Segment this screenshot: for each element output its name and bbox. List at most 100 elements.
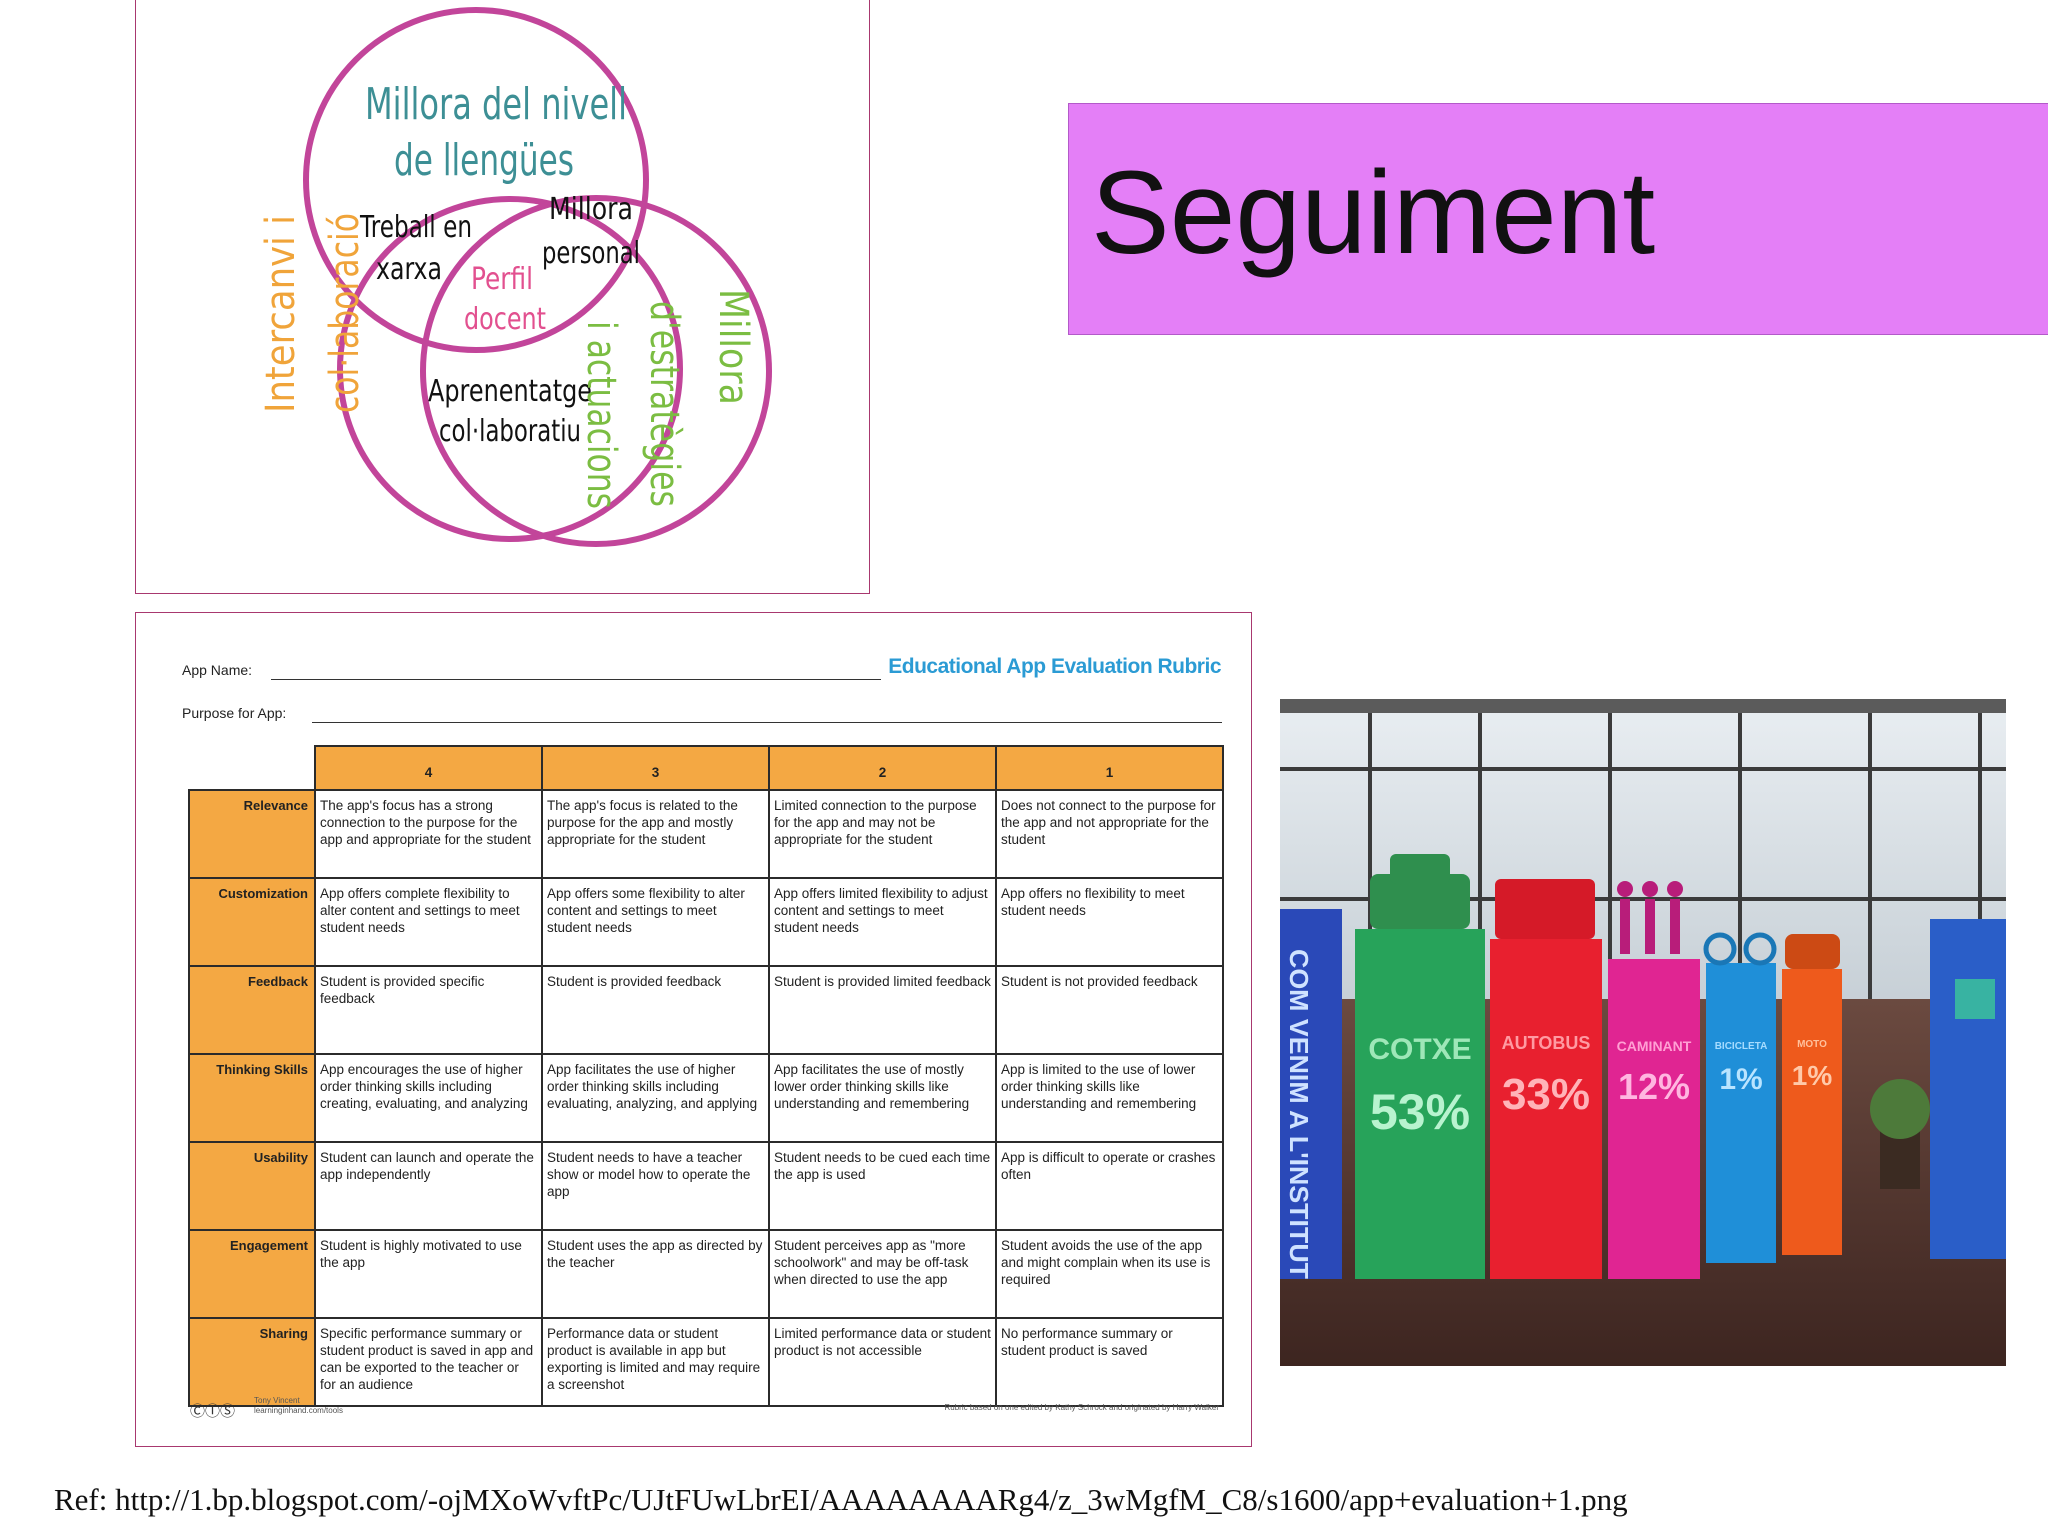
- table-cell: Student is not provided feedback: [995, 965, 1224, 1055]
- table-cell: Student perceives app as "more schoolwor…: [768, 1229, 997, 1319]
- app-name-line: [271, 679, 881, 680]
- table-cell: Specific performance summary or student …: [314, 1317, 543, 1407]
- plant: [1870, 1079, 1930, 1189]
- table-row: Feedback Student is provided specific fe…: [188, 965, 1224, 1055]
- venn-left-label-2: col·laboració: [322, 213, 368, 413]
- table-cell: The app's focus is related to the purpos…: [541, 789, 770, 879]
- panel-value-moto: 1%: [1792, 1060, 1833, 1091]
- exhibit-illustration: COM VENIM A L'INSTITUT COTXE 53% AUTOBUS…: [1280, 699, 2006, 1366]
- venn-overlap-label-4: personal: [542, 236, 640, 271]
- panel-value-bicicleta: 1%: [1719, 1063, 1762, 1096]
- motorbike-icon: [1785, 934, 1840, 969]
- table-cell: App encourages the use of higher order t…: [314, 1053, 543, 1143]
- purpose-label: Purpose for App:: [182, 705, 287, 721]
- rubric-col-header: 1: [995, 745, 1224, 791]
- venn-top-label-1: Millora del nivell: [365, 79, 627, 130]
- rubric-header-row: 4 3 2 1: [189, 745, 1224, 791]
- row-header: Engagement: [188, 1229, 316, 1319]
- left-banner: [1280, 909, 1342, 1279]
- venn-right-label-1: Millora: [710, 289, 756, 405]
- venn-overlap-label-5: Aprenentatge: [428, 374, 592, 409]
- table-cell: No performance summary or student produc…: [995, 1317, 1224, 1407]
- table-row: Sharing Specific performance summary or …: [188, 1317, 1224, 1407]
- bus-icon: [1495, 879, 1595, 939]
- table-cell: Student is provided specific feedback: [314, 965, 543, 1055]
- table-cell: Student uses the app as directed by the …: [541, 1229, 770, 1319]
- venn-top-label-2: de llengües: [394, 135, 574, 186]
- bicycle-icon: [1703, 932, 1777, 966]
- creative-commons-icon: ⒸⒾⓈ: [190, 1403, 236, 1420]
- panel-caminant: [1608, 959, 1700, 1279]
- rubric-table: 4 3 2 1 Relevance The app's focus has a …: [188, 745, 1224, 1407]
- table-cell: Limited performance data or student prod…: [768, 1317, 997, 1407]
- car-icon: [1370, 854, 1470, 929]
- table-cell: Student avoids the use of the app and mi…: [995, 1229, 1224, 1319]
- right-banner: [1930, 919, 2006, 1259]
- venn-left-label-1: Intercanvi i: [258, 215, 304, 413]
- slide-title: Seguiment: [1091, 147, 1656, 279]
- school-exhibit-photo: COM VENIM A L'INSTITUT COTXE 53% AUTOBUS…: [1280, 699, 2006, 1366]
- venn-diagram-panel: Millora del nivell de llengües Treball e…: [135, 0, 870, 594]
- table-row: Customization App offers complete flexib…: [188, 877, 1224, 967]
- table-cell: App offers no flexibility to meet studen…: [995, 877, 1224, 967]
- rubric-corner: [189, 746, 315, 790]
- venn-circle-left: [337, 196, 683, 542]
- panel-label-caminant: CAMINANT: [1617, 1038, 1692, 1054]
- rubric-col-header: 4: [314, 745, 543, 791]
- venn-right-label-2: d'estratègies: [641, 301, 687, 507]
- table-cell: Student is highly motivated to use the a…: [314, 1229, 543, 1319]
- left-banner-text: COM VENIM A L'INSTITUT: [1284, 949, 1314, 1279]
- panel-label-autobus: AUTOBUS: [1502, 1033, 1591, 1053]
- reference-text: Ref: http://1.bp.blogspot.com/-ojMXoWvft…: [54, 1482, 1628, 1517]
- table-cell: App offers complete flexibility to alter…: [314, 877, 543, 967]
- row-header: Sharing: [188, 1317, 316, 1407]
- panel-label-moto: MOTO: [1797, 1039, 1827, 1050]
- rubric-author: Tony Vincent learninginhand.com/tools: [254, 1396, 343, 1415]
- table-cell: Student needs to be cued each time the a…: [768, 1141, 997, 1231]
- panel-bicicleta: [1706, 963, 1776, 1263]
- row-header: Feedback: [188, 965, 316, 1055]
- panel-label-cotxe: COTXE: [1368, 1033, 1471, 1066]
- panel-value-autobus: 33%: [1502, 1070, 1590, 1119]
- venn-center-label-2: docent: [464, 302, 546, 337]
- venn-overlap-label-1: Treball en: [359, 210, 472, 245]
- venn-circle-right: [420, 195, 772, 547]
- table-row: Relevance The app's focus has a strong c…: [188, 789, 1224, 879]
- purpose-line: [312, 722, 1222, 723]
- table-cell: App facilitates the use of higher order …: [541, 1053, 770, 1143]
- row-header: Thinking Skills: [188, 1053, 316, 1143]
- app-name-label: App Name:: [182, 662, 253, 678]
- panel-autobus: [1490, 939, 1602, 1279]
- panel-label-bicicleta: BICICLETA: [1715, 1041, 1768, 1052]
- panel-value-cotxe: 53%: [1370, 1084, 1470, 1140]
- venn-circle-top: [303, 7, 649, 353]
- venn-diagram: Millora del nivell de llengües Treball e…: [258, 7, 772, 547]
- table-cell: Student needs to have a teacher show or …: [541, 1141, 770, 1231]
- table-cell: Student is provided feedback: [541, 965, 770, 1055]
- panel-cotxe: [1355, 929, 1485, 1279]
- table-row: Usability Student can launch and operate…: [188, 1141, 1224, 1231]
- panel-value-caminant: 12%: [1618, 1066, 1690, 1107]
- table-cell: App facilitates the use of mostly lower …: [768, 1053, 997, 1143]
- walking-people-icon: [1617, 881, 1683, 954]
- table-cell: App offers some flexibility to alter con…: [541, 877, 770, 967]
- venn-overlap-label-6: col·laboratiu: [439, 414, 581, 449]
- table-cell: Student is provided limited feedback: [768, 965, 997, 1055]
- table-row: Engagement Student is highly motivated t…: [188, 1229, 1224, 1319]
- table-cell: App offers limited flexibility to adjust…: [768, 877, 997, 967]
- table-cell: The app's focus has a strong connection …: [314, 789, 543, 879]
- rubric-footnote: Rubric based on one edited by Kathy Schr…: [944, 1403, 1219, 1412]
- venn-right-label-3: i actuacions: [578, 321, 624, 509]
- row-header: Relevance: [188, 789, 316, 879]
- table-cell: Student can launch and operate the app i…: [314, 1141, 543, 1231]
- table-cell: App is limited to the use of lower order…: [995, 1053, 1224, 1143]
- venn-overlap-label-2: xarxa: [376, 252, 442, 287]
- rubric-col-header: 2: [768, 745, 997, 791]
- venn-overlap-label-3: Millora: [549, 192, 633, 227]
- title-box: Seguiment: [1068, 103, 2048, 335]
- table-cell: Does not connect to the purpose for the …: [995, 789, 1224, 879]
- table-row: Thinking Skills App encourages the use o…: [188, 1053, 1224, 1143]
- table-cell: Performance data or student product is a…: [541, 1317, 770, 1407]
- rubric-col-header: 3: [541, 745, 770, 791]
- panel-moto: [1782, 969, 1842, 1255]
